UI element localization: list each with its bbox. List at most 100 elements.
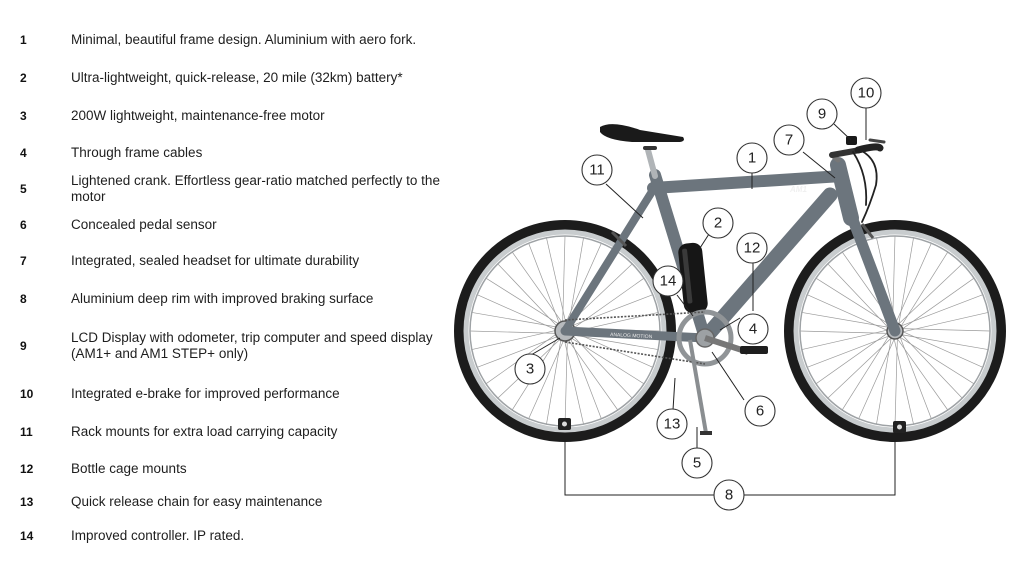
- callout-7: 7: [773, 124, 805, 156]
- down-tube: [697, 187, 838, 346]
- feature-text: Integrated e-brake for improved performa…: [71, 386, 340, 401]
- svg-text:7: 7: [785, 132, 793, 149]
- spoke: [827, 263, 889, 329]
- svg-text:14: 14: [660, 273, 677, 290]
- feature-item-4: 4 Through frame cables: [0, 145, 460, 161]
- brake-lever: [868, 138, 886, 144]
- callout-3: 3: [514, 353, 546, 385]
- svg-text:1: 1: [748, 150, 756, 167]
- callout-10: 10: [850, 77, 882, 109]
- feature-number: 5: [20, 182, 27, 196]
- feature-number: 10: [20, 387, 34, 401]
- feature-text: Aluminium deep rim with improved braking…: [71, 291, 374, 306]
- feature-text: Integrated, sealed headset for ultimate …: [71, 253, 360, 268]
- feature-text: Improved controller. IP rated.: [71, 528, 245, 543]
- spoke: [858, 337, 896, 419]
- feature-number: 2: [20, 71, 27, 85]
- feature-text: Ultra-lightweight, quick-release, 20 mil…: [71, 70, 403, 85]
- svg-text:2: 2: [714, 215, 722, 232]
- feature-item-3: 3 200W lightweight, maintenance-free mot…: [0, 108, 460, 124]
- spoke: [807, 335, 890, 368]
- spoke: [562, 235, 566, 325]
- spoke: [564, 243, 602, 325]
- saddle: [600, 124, 684, 142]
- callout-6: 6: [744, 395, 776, 427]
- spoke: [807, 294, 889, 332]
- spoke: [892, 235, 896, 325]
- rear-wheel: [454, 220, 676, 442]
- callout-4: 4: [737, 313, 769, 345]
- chain: [564, 311, 706, 365]
- spoke: [497, 263, 559, 329]
- callout-12: 12: [736, 232, 768, 264]
- feature-item-12: 12 Bottle cage mounts: [0, 461, 460, 477]
- feature-number: 8: [20, 292, 27, 306]
- svg-text:10: 10: [858, 85, 875, 102]
- front-wheel: [784, 220, 1006, 442]
- spoke: [569, 336, 602, 419]
- feature-item-2: 2 Ultra-lightweight, quick-release, 20 m…: [0, 70, 460, 86]
- feature-text: 200W lightweight, maintenance-free motor: [71, 108, 325, 123]
- rear-brake: [610, 230, 628, 248]
- spoke: [477, 335, 560, 368]
- feature-list: 1 Minimal, beautiful frame design. Alumi…: [0, 0, 460, 576]
- front-brake: [860, 223, 875, 239]
- seat-post: [645, 147, 658, 179]
- spoke: [571, 330, 653, 368]
- chainstay-brand-label: ANALOG MOTION: [610, 332, 653, 340]
- spoke: [894, 337, 898, 427]
- spoke: [528, 243, 561, 326]
- spoke: [894, 243, 932, 325]
- svg-text:4: 4: [749, 321, 757, 338]
- feature-text: Concealed pedal sensor: [71, 217, 217, 232]
- feature-number: 14: [20, 529, 34, 543]
- spoke: [528, 337, 566, 419]
- callout-14: 14: [652, 265, 684, 297]
- callout-2: 2: [702, 207, 734, 239]
- feature-item-7: 7 Integrated, sealed headset for ultimat…: [0, 253, 460, 269]
- spoke: [901, 312, 989, 333]
- feature-text: Quick release chain for easy maintenance: [71, 494, 323, 509]
- feature-text: Bottle cage mounts: [71, 461, 187, 476]
- callout-9: 9: [806, 98, 838, 130]
- feature-item-14: 14 Improved controller. IP rated.: [0, 528, 460, 544]
- pedal: [740, 346, 768, 354]
- feature-item-13: 13 Quick release chain for easy maintena…: [0, 494, 460, 510]
- spoke: [901, 330, 983, 368]
- feature-item-11: 11 Rack mounts for extra load carrying c…: [0, 424, 460, 440]
- chain-stay: [560, 326, 710, 343]
- svg-text:12: 12: [744, 240, 761, 257]
- feature-text: Lightened crank. Effortless gear-ratio m…: [71, 173, 440, 204]
- feature-item-1: 1 Minimal, beautiful frame design. Alumi…: [0, 32, 460, 48]
- svg-text:11: 11: [589, 162, 605, 179]
- callout-8: 8: [713, 479, 745, 511]
- spoke: [477, 294, 559, 332]
- brakes: [610, 223, 875, 248]
- feature-text: Through frame cables: [71, 145, 203, 160]
- spoke: [571, 333, 633, 399]
- feature-text: Minimal, beautiful frame design. Alumini…: [71, 32, 417, 47]
- frame-brand-label: AM1: [789, 185, 807, 194]
- spoke: [799, 330, 889, 334]
- spoke: [469, 330, 559, 334]
- feature-item-6: 6 Concealed pedal sensor: [0, 217, 460, 233]
- feature-number: 13: [20, 495, 34, 509]
- feature-item-5: 5 Lightened crank. Effortless gear-ratio…: [0, 173, 460, 205]
- feature-number: 12: [20, 462, 34, 476]
- feature-number: 6: [20, 218, 27, 232]
- spoke: [897, 263, 963, 325]
- top-tube: [647, 170, 848, 194]
- svg-text:6: 6: [756, 403, 764, 420]
- spoke: [827, 337, 893, 399]
- spoke: [899, 336, 932, 419]
- brake-cable: [859, 149, 878, 223]
- callout-5: 5: [681, 447, 713, 479]
- feature-number: 1: [20, 33, 27, 47]
- feature-text: LCD Display with odometer, trip computer…: [71, 330, 433, 361]
- feature-number: 7: [20, 254, 27, 268]
- callout-13: 13: [656, 408, 688, 440]
- svg-text:3: 3: [526, 361, 534, 378]
- feature-number: 4: [20, 146, 27, 160]
- svg-text:5: 5: [693, 455, 701, 472]
